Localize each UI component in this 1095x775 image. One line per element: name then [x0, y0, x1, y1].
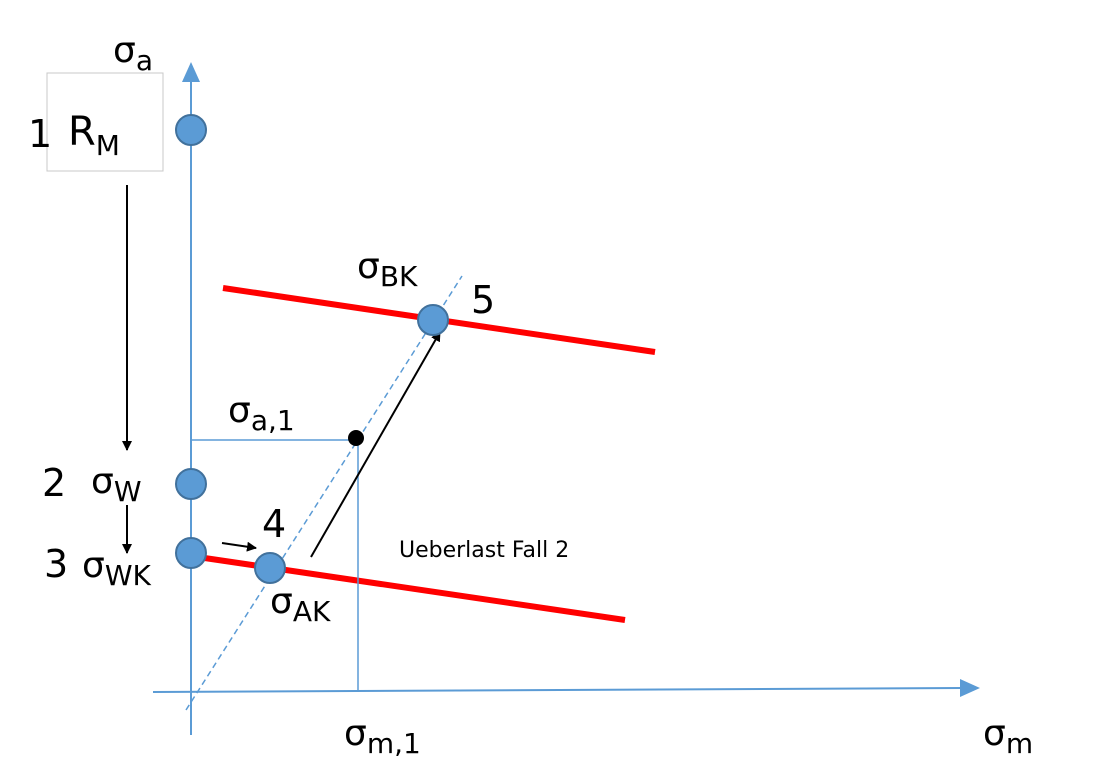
rm-box: [46, 72, 164, 172]
dashed-ratio-line: [185, 275, 463, 711]
x-axis-arrowhead: [960, 679, 980, 697]
rm-label: RM: [68, 109, 120, 162]
sigma-w-label: σW: [91, 461, 142, 508]
point-2: [175, 468, 207, 500]
point-4: [254, 552, 286, 584]
arrow-3-to-4: [221, 541, 257, 552]
y-axis-arrowhead: [182, 62, 200, 82]
point-3: [175, 537, 207, 569]
sigma-m1-label: σm,1: [344, 713, 421, 760]
point-1-number: 1: [28, 112, 52, 156]
y-axis-label: σa: [113, 30, 153, 77]
point-5-number: 5: [471, 278, 495, 322]
sigma-bk-label: σBK: [357, 246, 418, 293]
arrow-4-to-5: [310, 331, 441, 558]
sigma-ak-label: σAK: [270, 581, 331, 628]
x-axis: [152, 687, 963, 693]
point-3-number: 3: [44, 542, 68, 586]
point-2-number: 2: [42, 461, 66, 505]
sigma-a1-label: σa,1: [228, 390, 295, 437]
sigma-wk-label: σWK: [82, 545, 152, 592]
x-axis-label: σm: [983, 713, 1033, 760]
point-5: [417, 304, 449, 336]
load-point: [348, 430, 364, 446]
point-1: [175, 114, 207, 146]
point-4-number: 4: [262, 502, 286, 546]
overload-case-annotation: Ueberlast Fall 2: [399, 538, 569, 563]
